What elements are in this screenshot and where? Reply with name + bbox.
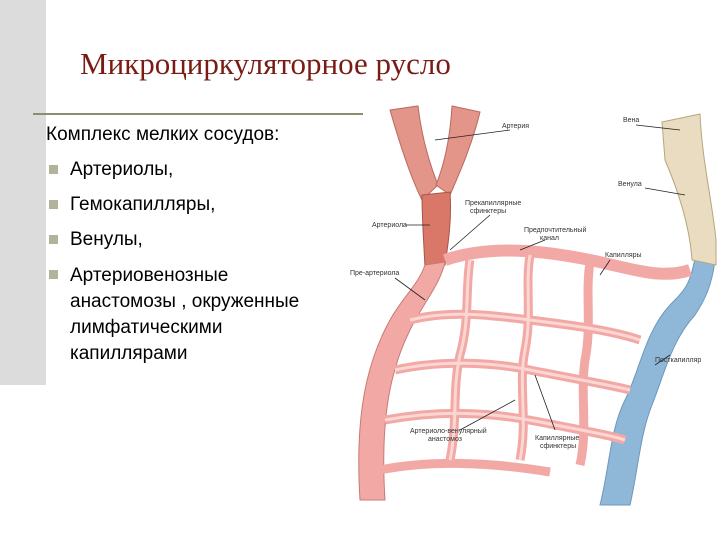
bullet-item: Венулы, (46, 228, 299, 252)
label-precap-sphincters-1: Прекапиллярные (465, 200, 521, 207)
bullet-text-cont: анастомозы , окруженные (70, 291, 299, 312)
label-av-anastomosis-2: анастомоз (428, 436, 462, 443)
bullet-item: Артериовенозные анастомозы , окруженные ли… (46, 263, 299, 367)
bullet-square-icon (49, 270, 58, 279)
microcirculation-diagram: Артерия Вена Венула Прекапиллярные сфинк… (340, 100, 720, 510)
label-cap-sphincters-2: сфинктеры (540, 443, 576, 450)
bullet-square-icon (49, 200, 58, 209)
bullet-text: Венулы, (70, 229, 143, 250)
label-arteriole: Артериола (372, 222, 407, 229)
vein-drainage (600, 258, 715, 505)
label-preferential-channel-2: канал (540, 235, 559, 242)
bullet-text: Гемокапилляры, (70, 194, 215, 215)
label-capillaries: Капилляры (605, 252, 642, 259)
title-underline (33, 113, 363, 115)
label-venule: Венула (618, 181, 642, 188)
bullet-item: Гемокапилляры, (46, 193, 299, 217)
bullet-text-cont: лимфатическими (70, 317, 222, 338)
slide-title: Микроциркуляторное русло (80, 46, 451, 82)
label-av-anastomosis-1: Артериоло-венулярный (410, 427, 487, 435)
label-preferential-channel-1: Предпочтительный (524, 226, 586, 234)
label-artery: Артерия (502, 123, 529, 130)
bullet-text-cont: капиллярами (70, 343, 187, 364)
slide-side-bar (0, 0, 46, 385)
bullet-square-icon (49, 165, 58, 174)
bullet-list: Артериолы, Гемокапилляры, Венулы, Артери… (46, 158, 299, 378)
label-vein: Вена (623, 117, 639, 124)
artery-left-branch (390, 106, 438, 200)
artery-right-branch (436, 106, 480, 195)
bullet-text: Артериолы, (70, 159, 173, 180)
venule-wall (662, 114, 716, 265)
preferential-channel (445, 251, 690, 274)
bullet-item: Артериолы, (46, 158, 299, 182)
label-postcapillary: Посткапилляр (655, 357, 701, 364)
label-metarteriole: Пре-артериола (350, 270, 399, 277)
bullet-text: Артериовенозные (70, 265, 228, 286)
intro-text: Комплекс мелких сосудов: (46, 124, 279, 146)
bullet-square-icon (49, 235, 58, 244)
label-cap-sphincters-1: Капиллярные (535, 435, 579, 442)
label-precap-sphincters-2: сфинктеры (470, 208, 506, 215)
